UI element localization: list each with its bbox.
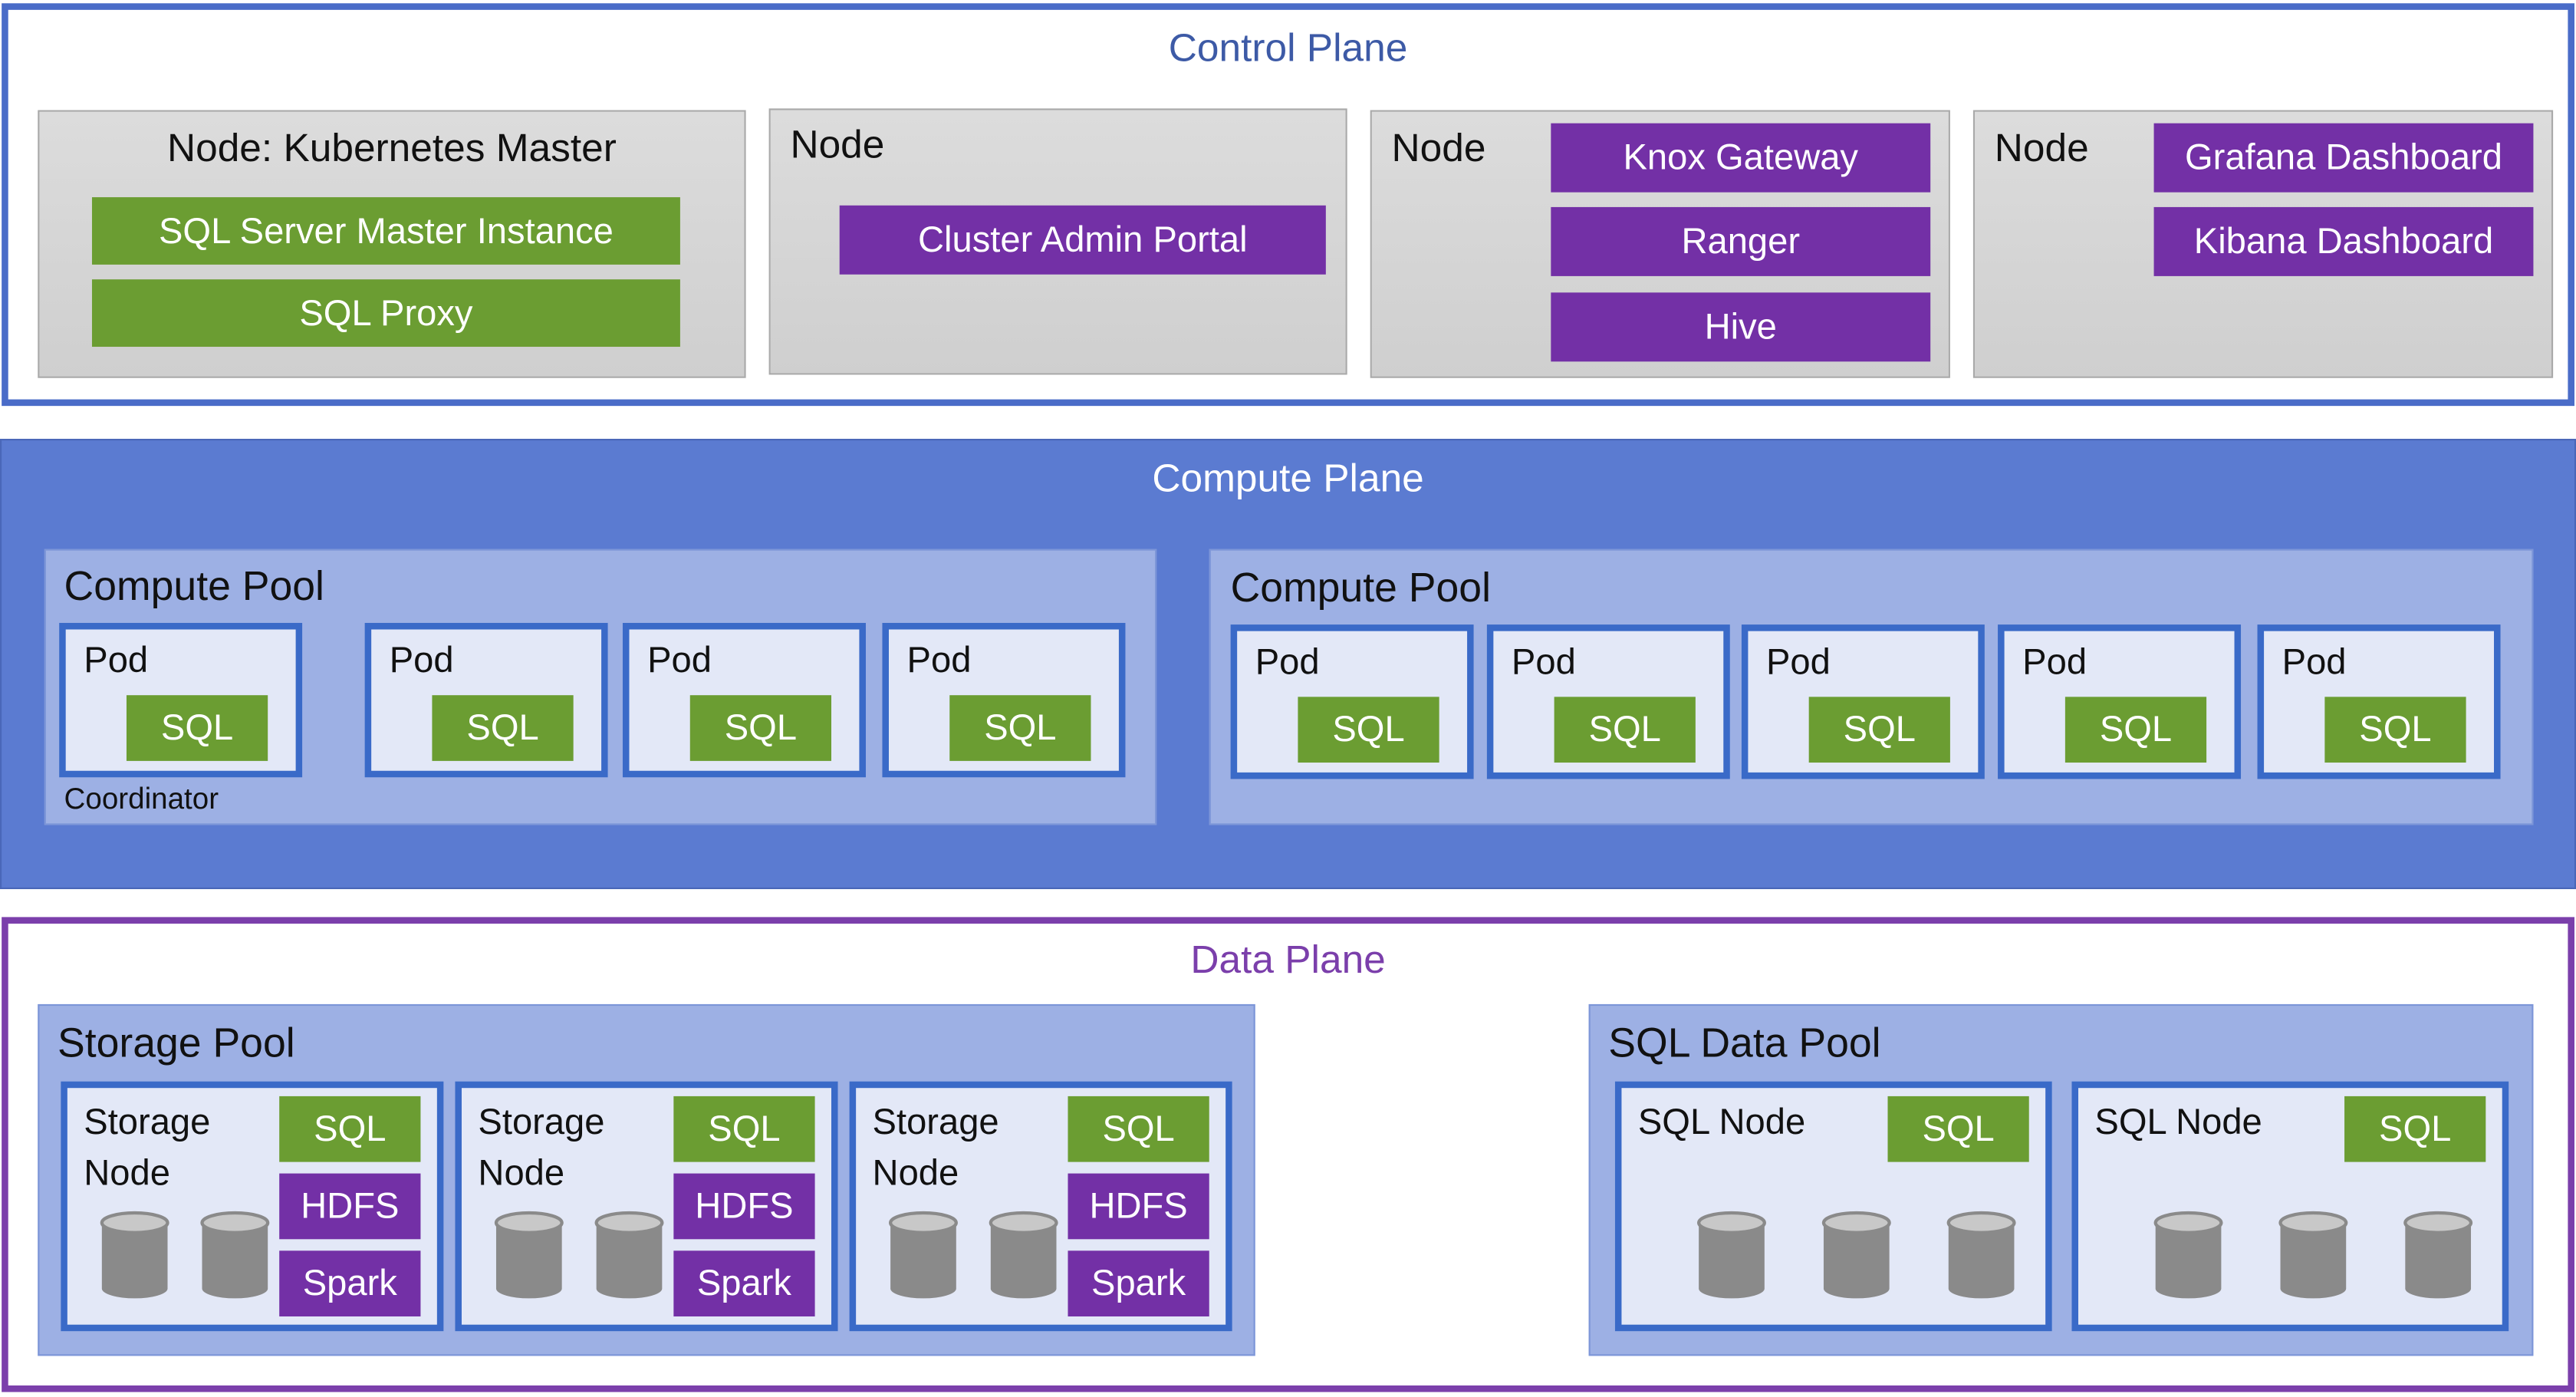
pod: Pod SQL <box>1741 624 1985 779</box>
sql-node-label: SQL Node <box>2094 1101 2262 1142</box>
sql-box: SQL <box>949 695 1091 761</box>
pod: Pod SQL <box>1998 624 2242 779</box>
disk-icon <box>594 1211 664 1299</box>
pod-label: Pod <box>1765 641 1831 683</box>
pod: Pod SQL <box>622 622 866 778</box>
disk-icon <box>1696 1211 1766 1299</box>
ranger-box: Ranger <box>1551 206 1931 276</box>
hdfs-box: HDFS <box>673 1173 815 1240</box>
knox-gateway-box: Knox Gateway <box>1551 123 1931 193</box>
compute-pool-title: Compute Pool <box>1230 565 1492 611</box>
pod: Pod SQL <box>2257 624 2501 779</box>
kibana-dashboard-box: Kibana Dashboard <box>2153 206 2534 276</box>
sql-box: SQL <box>2064 697 2207 763</box>
pod-label: Pod <box>647 639 712 680</box>
sql-box: SQL <box>2324 697 2466 763</box>
sql-box: SQL <box>279 1096 421 1162</box>
node-title: Node <box>1994 126 2089 171</box>
control-plane-title: Control Plane <box>1168 26 1408 71</box>
pod-label: Pod <box>2282 641 2347 683</box>
disk-icon <box>2278 1211 2348 1299</box>
compute-plane-title: Compute Plane <box>1152 456 1424 502</box>
storage-pool: Storage Pool Storage Node SQL HDFS Spark… <box>38 1003 1255 1356</box>
pod-label: Pod <box>906 639 972 680</box>
sql-data-pool: SQL Data Pool SQL Node SQL SQL Node SQL <box>1588 1003 2534 1356</box>
sql-box: SQL <box>1298 697 1439 763</box>
storage-node-label-line1: Storage <box>478 1101 605 1142</box>
sql-box: SQL <box>673 1096 815 1162</box>
disk-icon <box>888 1211 958 1299</box>
disk-icon <box>200 1211 270 1299</box>
pod-coordinator: Pod SQL <box>59 622 303 778</box>
node-kubernetes-master: Node: Kubernetes Master SQL Server Maste… <box>38 110 746 378</box>
cluster-admin-portal-box: Cluster Admin Portal <box>839 205 1326 275</box>
node-dashboards: Node Grafana Dashboard Kibana Dashboard <box>1972 110 2554 378</box>
disk-icon <box>1821 1211 1891 1299</box>
storage-node-label-line2: Node <box>84 1152 170 1194</box>
pod-label: Pod <box>2022 641 2087 683</box>
compute-pool-title: Compute Pool <box>64 563 324 610</box>
sql-proxy-box: SQL Proxy <box>91 279 680 348</box>
sql-box: SQL <box>2344 1096 2486 1162</box>
compute-pool: Compute Pool Pod SQL Coordinator Pod SQL… <box>44 549 1157 825</box>
disk-icon <box>2403 1211 2473 1299</box>
storage-node-label-line2: Node <box>478 1152 565 1194</box>
disk-icon <box>100 1211 169 1299</box>
sql-box: SQL <box>1068 1096 1209 1162</box>
pod-label: Pod <box>1511 641 1576 683</box>
pod: Pod SQL <box>882 622 1126 778</box>
spark-box: Spark <box>673 1250 815 1316</box>
spark-box: Spark <box>279 1250 421 1316</box>
node-title: Node <box>1391 126 1486 171</box>
pod-label: Pod <box>1255 641 1320 683</box>
sql-data-pool-title: SQL Data Pool <box>1608 1020 1881 1067</box>
sql-box: SQL <box>1554 697 1696 763</box>
storage-node: Storage Node SQL HDFS Spark <box>849 1081 1232 1332</box>
disk-icon <box>494 1211 564 1299</box>
pod-label: Pod <box>84 639 149 680</box>
sql-node: SQL Node SQL <box>2071 1081 2509 1332</box>
disk-icon <box>2153 1211 2223 1299</box>
grafana-dashboard-box: Grafana Dashboard <box>2153 123 2534 193</box>
sql-node-label: SQL Node <box>1637 1101 1806 1142</box>
compute-pool: Compute Pool Pod SQL Pod SQL Pod SQL Pod… <box>1209 549 2534 825</box>
spark-box: Spark <box>1068 1250 1209 1316</box>
node-title: Node: Kubernetes Master <box>166 126 617 171</box>
hdfs-box: HDFS <box>279 1173 421 1240</box>
storage-pool-title: Storage Pool <box>57 1020 295 1067</box>
data-plane-title: Data Plane <box>1190 938 1386 984</box>
storage-node: Storage Node SQL HDFS Spark <box>455 1081 838 1332</box>
coordinator-label: Coordinator <box>64 782 219 815</box>
disk-icon <box>989 1211 1058 1299</box>
node-gateway: Node Knox Gateway Ranger Hive <box>1370 110 1950 378</box>
storage-node-label-line1: Storage <box>84 1101 211 1142</box>
sql-box: SQL <box>1887 1096 2029 1162</box>
sql-box: SQL <box>432 695 574 761</box>
storage-node: Storage Node SQL HDFS Spark <box>61 1081 444 1332</box>
sql-server-master-instance-box: SQL Server Master Instance <box>91 197 680 265</box>
sql-box: SQL <box>689 695 832 761</box>
sql-box: SQL <box>1808 697 1950 763</box>
node-title: Node <box>790 123 885 168</box>
sql-box: SQL <box>126 695 268 761</box>
pod: Pod SQL <box>364 622 608 778</box>
pod-label: Pod <box>389 639 454 680</box>
disk-icon <box>1946 1211 2016 1299</box>
storage-node-label-line1: Storage <box>872 1101 999 1142</box>
hive-box: Hive <box>1551 292 1931 362</box>
node-admin-portal: Node Cluster Admin Portal <box>768 108 1347 375</box>
storage-node-label-line2: Node <box>872 1152 959 1194</box>
pod: Pod SQL <box>1486 624 1730 779</box>
pod: Pod SQL <box>1230 624 1474 779</box>
hdfs-box: HDFS <box>1068 1173 1209 1240</box>
sql-node: SQL Node SQL <box>1614 1081 2052 1332</box>
